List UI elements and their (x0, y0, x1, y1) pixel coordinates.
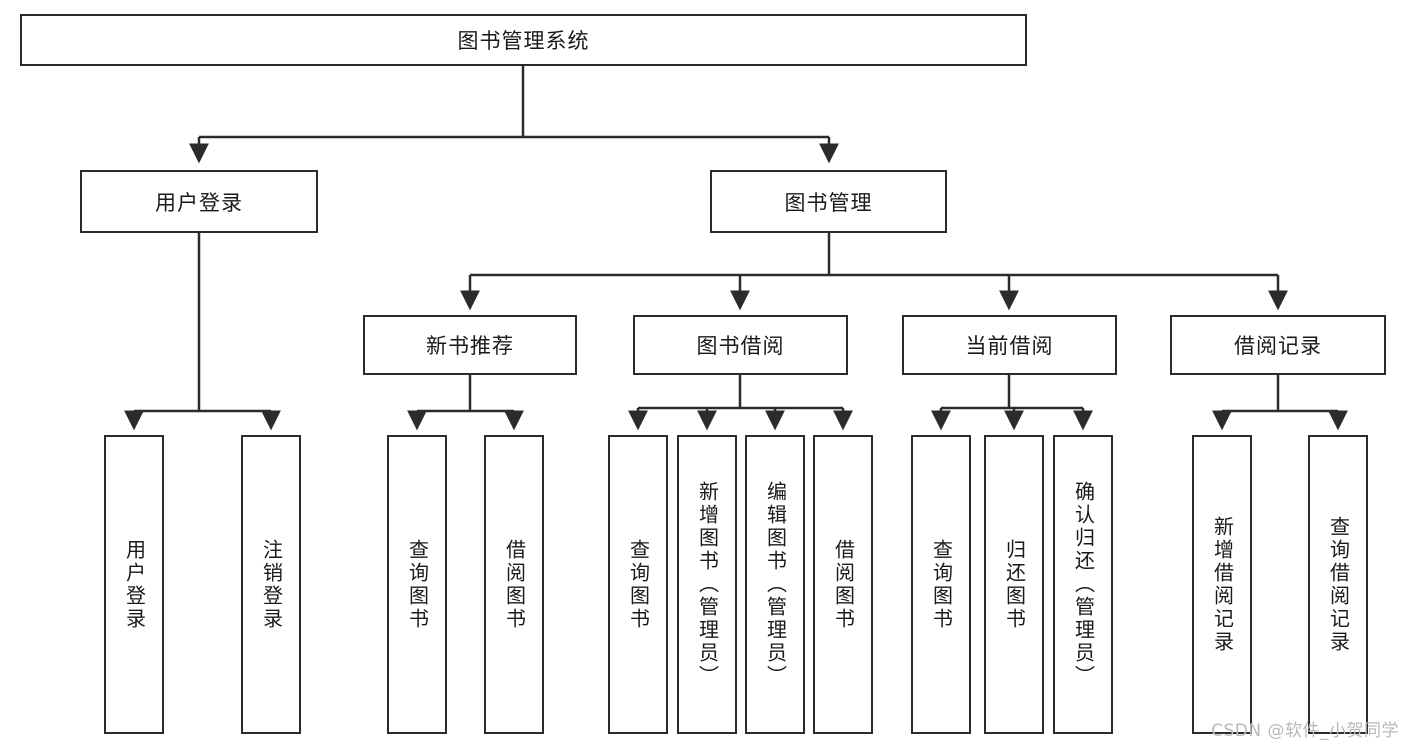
node-label: 图书管理系统 (457, 29, 590, 53)
node-book-borrow[interactable]: 图书借阅 (633, 315, 848, 375)
node-label: 归还图书 (1002, 538, 1027, 631)
node-label: 新增图书（管理员） (695, 481, 720, 688)
node-label: 查询借阅记录 (1326, 515, 1351, 654)
node-borrow-add-book[interactable]: 新增图书（管理员） (677, 435, 737, 734)
node-borrow-edit-book[interactable]: 编辑图书（管理员） (745, 435, 805, 734)
node-current-query-book[interactable]: 查询图书 (911, 435, 971, 734)
node-current-borrow[interactable]: 当前借阅 (902, 315, 1117, 375)
node-book-manage[interactable]: 图书管理 (710, 170, 947, 233)
node-user-login-do[interactable]: 用户登录 (104, 435, 164, 734)
node-label: 查询图书 (405, 538, 430, 631)
node-recommend-borrow-book[interactable]: 借阅图书 (484, 435, 544, 734)
node-current-confirm-return[interactable]: 确认归还（管理员） (1053, 435, 1113, 734)
node-label: 图书借阅 (696, 334, 785, 358)
node-label: 查询图书 (626, 538, 651, 631)
node-record-query[interactable]: 查询借阅记录 (1308, 435, 1368, 734)
node-label: 新书推荐 (426, 334, 514, 358)
node-label: 编辑图书（管理员） (763, 481, 788, 688)
node-root[interactable]: 图书管理系统 (20, 14, 1027, 66)
node-label: 用户登录 (155, 190, 243, 215)
node-label: 当前借阅 (965, 334, 1054, 358)
csdn-watermark: CSDN @软件_小贺同学 (1211, 721, 1399, 741)
node-borrow-record[interactable]: 借阅记录 (1170, 315, 1386, 375)
node-label: 图书管理 (784, 190, 873, 215)
node-borrow-query-book[interactable]: 查询图书 (608, 435, 668, 734)
node-label: 借阅图书 (502, 538, 527, 631)
node-label: 用户登录 (122, 538, 147, 631)
node-user-login[interactable]: 用户登录 (80, 170, 318, 233)
node-label: 确认归还（管理员） (1071, 481, 1096, 688)
node-label: 查询图书 (929, 538, 954, 631)
node-new-book-recommend[interactable]: 新书推荐 (363, 315, 577, 375)
node-record-add[interactable]: 新增借阅记录 (1192, 435, 1252, 734)
node-label: 借阅图书 (831, 538, 856, 631)
node-user-logout[interactable]: 注销登录 (241, 435, 301, 734)
node-label: 新增借阅记录 (1210, 515, 1235, 654)
node-borrow-borrow-book[interactable]: 借阅图书 (813, 435, 873, 734)
node-current-return-book[interactable]: 归还图书 (984, 435, 1044, 734)
node-recommend-query-book[interactable]: 查询图书 (387, 435, 447, 734)
node-label: 借阅记录 (1234, 334, 1322, 358)
node-label: 注销登录 (259, 538, 284, 631)
